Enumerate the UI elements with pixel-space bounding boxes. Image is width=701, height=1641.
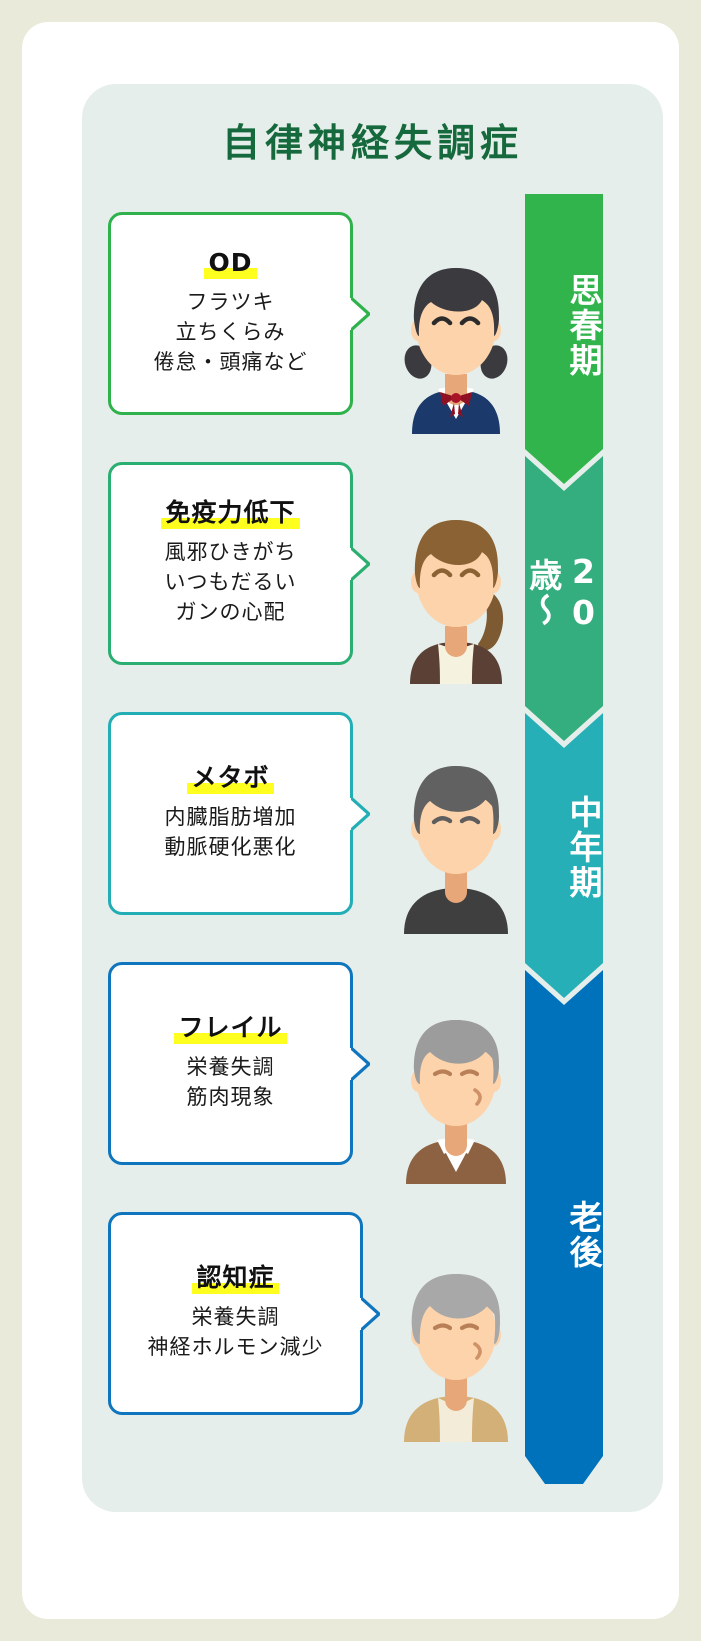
card-headline: 認知症 xyxy=(192,1264,279,1294)
page-title: 自律神経失調症 xyxy=(221,121,523,165)
card-line: 栄養失調 xyxy=(186,1055,275,1080)
card-line: 動脈硬化悪化 xyxy=(164,834,297,859)
senior-man-avatar xyxy=(406,1020,506,1184)
age-timeline: 思春期 20歳〜 中年期 老後 xyxy=(523,194,603,1484)
card-headline: OD xyxy=(204,249,257,279)
card-line: ガンの心配 xyxy=(175,599,286,624)
symptom-card-immunity[interactable]: 免疫力低下 風邪ひきがち いつもだるい ガンの心配 xyxy=(108,462,370,665)
middle-aged-man-avatar xyxy=(404,766,508,934)
card-line: 栄養失調 xyxy=(191,1305,280,1330)
speech-tail-icon xyxy=(350,1046,370,1081)
card-line: 風邪ひきがち xyxy=(164,540,297,565)
symptom-card-od[interactable]: OD フラツキ 立ちくらみ 倦怠・頭痛など xyxy=(108,212,370,415)
card-headline: フレイル xyxy=(174,1014,287,1044)
timeline-segment-4 xyxy=(525,970,603,1484)
card-line: 立ちくらみ xyxy=(175,319,286,344)
speech-tail-icon xyxy=(350,296,370,331)
card-line: 倦怠・頭痛など xyxy=(153,349,308,374)
timeline-chevrons xyxy=(525,194,603,1484)
timeline-label-4: 老後 xyxy=(564,1200,603,1270)
card-headline: メタボ xyxy=(187,764,274,794)
timeline-label-3: 中年期 xyxy=(564,794,603,900)
card-line: 内臓脂肪増加 xyxy=(164,805,297,830)
speech-tail-icon xyxy=(350,796,370,831)
speech-tail-icon xyxy=(360,1296,380,1331)
card-line: フラツキ xyxy=(186,290,275,315)
timeline-segment-2 xyxy=(525,456,603,741)
elderly-woman-avatar xyxy=(404,1274,508,1442)
card-line: 筋肉現象 xyxy=(186,1084,275,1109)
speech-tail-icon xyxy=(350,546,370,581)
symptom-card-metabo[interactable]: メタボ 内臓脂肪増加 動脈硬化悪化 xyxy=(108,712,370,915)
card-line: いつもだるい xyxy=(164,569,297,594)
infographic-panel: 自律神経失調症 OD フラツキ 立ちくらみ 倦怠・頭痛など 免疫力低下 風邪ひき… xyxy=(82,84,663,1512)
timeline-label-1: 思春期 xyxy=(564,272,603,378)
young-woman-avatar xyxy=(410,520,504,684)
timeline-segment-3 xyxy=(525,713,603,998)
timeline-segment-1 xyxy=(525,194,603,484)
schoolgirl-avatar xyxy=(404,268,508,434)
symptom-card-frail[interactable]: フレイル 栄養失調 筋肉現象 xyxy=(108,962,370,1165)
timeline-label-2: 20歳〜 xyxy=(523,552,603,634)
card-line: 神経ホルモン減少 xyxy=(147,1334,324,1359)
page-surface: 自律神経失調症 OD フラツキ 立ちくらみ 倦怠・頭痛など 免疫力低下 風邪ひき… xyxy=(22,22,679,1619)
card-headline: 免疫力低下 xyxy=(161,499,300,529)
symptom-card-dementia[interactable]: 認知症 栄養失調 神経ホルモン減少 xyxy=(108,1212,380,1415)
